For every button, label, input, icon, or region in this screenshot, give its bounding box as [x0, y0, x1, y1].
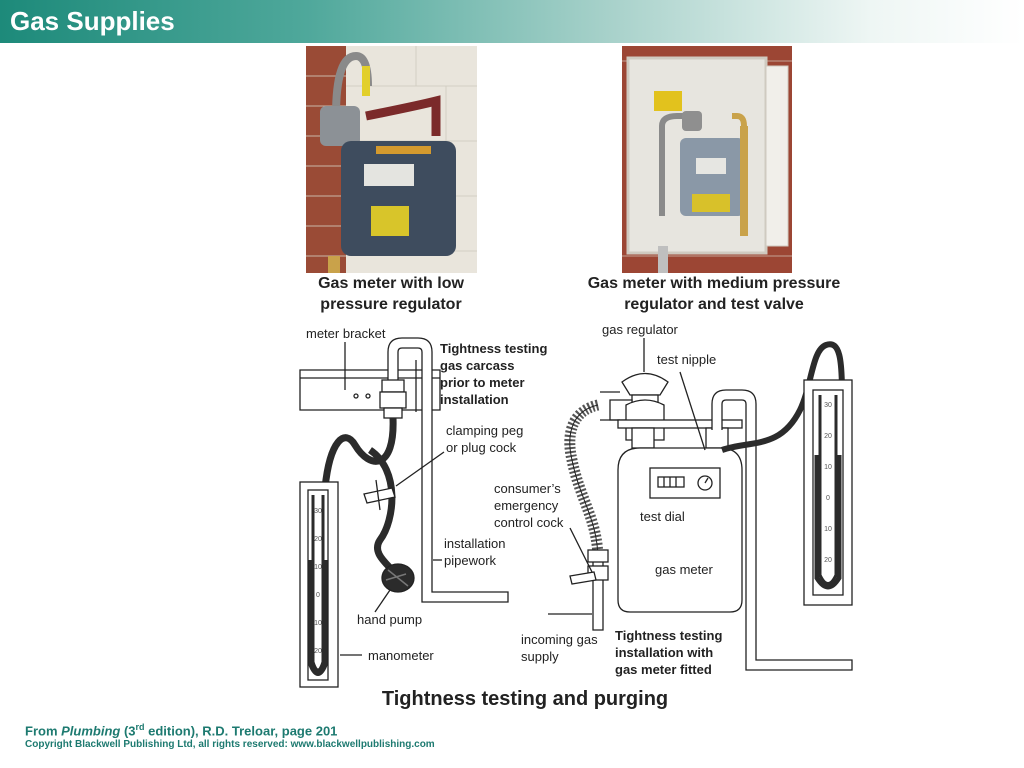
title-bar: Gas Supplies	[0, 0, 1024, 43]
photo-caption-low: Gas meter with low pressure regulator	[276, 273, 506, 315]
label-line: emergency	[494, 498, 559, 513]
scale-right-tick: 10	[824, 526, 832, 533]
copyright-notice: Copyright Blackwell Publishing Ltd, all …	[25, 739, 435, 750]
installation-pipe-left	[387, 337, 509, 603]
photo-caption-medium: Gas meter with medium pressure regulator…	[566, 273, 862, 315]
caption-line: pressure regulator	[320, 296, 462, 313]
label-line: incoming gas	[521, 632, 598, 647]
gas-regulator-body	[621, 372, 669, 396]
photo-low-pressure-meter	[306, 46, 477, 273]
label-line: supply	[521, 649, 559, 664]
citation-sup: rd	[135, 722, 145, 732]
label-line: Tightness testing	[615, 628, 723, 643]
scale-right-tick: 20	[824, 433, 832, 440]
caption-line: regulator and test valve	[624, 296, 804, 313]
label-test-nipple: test nipple	[657, 352, 717, 367]
label-line: control cock	[494, 515, 564, 530]
label-incoming-gas-supply: incoming gas supply	[521, 631, 598, 665]
emergency-control-cock	[569, 571, 597, 585]
label-line: gas meter fitted	[615, 662, 712, 677]
citation-rest: edition), R.D. Treloar, page 201	[144, 723, 338, 739]
label-test-dial: test dial	[640, 509, 685, 524]
scale-right-tick: 0	[826, 495, 830, 502]
label-line: or plug cock	[446, 440, 517, 455]
test-hose	[321, 417, 397, 489]
source-citation: From Plumbing (3rd edition), R.D. Treloa…	[25, 722, 337, 738]
label-emergency-control-cock: consumer’s emergency control cock	[494, 480, 563, 531]
label-line: consumer’s	[494, 481, 561, 496]
caption-line: Gas meter with medium pressure	[587, 275, 841, 292]
scale-right-tick: 10	[824, 464, 832, 471]
scale-right-tick: 20	[824, 557, 832, 564]
scale-left-tick: 10	[314, 620, 322, 627]
scale-left-tick: 0	[316, 592, 320, 599]
clamping-peg	[363, 487, 396, 504]
label-manometer: manometer	[368, 648, 434, 663]
scale-left-tick: 10	[314, 564, 322, 571]
label-gas-regulator: gas regulator	[602, 322, 678, 337]
label-tightness-testing-carcass: Tightness testing gas carcass prior to m…	[440, 340, 547, 408]
label-line: installation	[440, 392, 509, 407]
citation-edition: (3	[120, 723, 136, 739]
label-line: prior to meter	[440, 375, 525, 390]
meter-bracket	[299, 369, 441, 411]
label-line: Tightness testing	[440, 341, 548, 356]
label-line: pipework	[444, 553, 497, 568]
outlet-pipe	[711, 389, 853, 671]
label-line: installation with	[615, 645, 714, 660]
scale-right-tick: 30	[824, 402, 832, 409]
scale-left-tick: 30	[314, 508, 322, 515]
label-line: clamping peg	[446, 423, 524, 438]
scale-left-tick: 20	[314, 648, 322, 655]
scale-left-tick: 20	[314, 536, 322, 543]
label-line: installation	[444, 536, 506, 551]
caption-line: Gas meter with low	[318, 275, 464, 292]
label-hand-pump: hand pump	[357, 612, 423, 627]
label-meter-bracket: meter bracket	[306, 326, 386, 341]
page-title: Gas Supplies	[10, 6, 175, 36]
diagram-title: Tightness testing and purging	[381, 688, 669, 710]
citation-from: From	[25, 723, 62, 739]
label-gas-meter: gas meter	[655, 562, 713, 577]
label-installation-pipework: installation pipework	[444, 535, 505, 569]
citation-book: Plumbing	[61, 723, 121, 739]
label-clamping-peg: clamping peg or plug cock	[446, 422, 523, 456]
label-tightness-testing-installation: Tightness testing installation with gas …	[615, 627, 722, 678]
label-line: gas carcass	[440, 358, 515, 373]
photo-medium-pressure-meter	[622, 46, 792, 273]
